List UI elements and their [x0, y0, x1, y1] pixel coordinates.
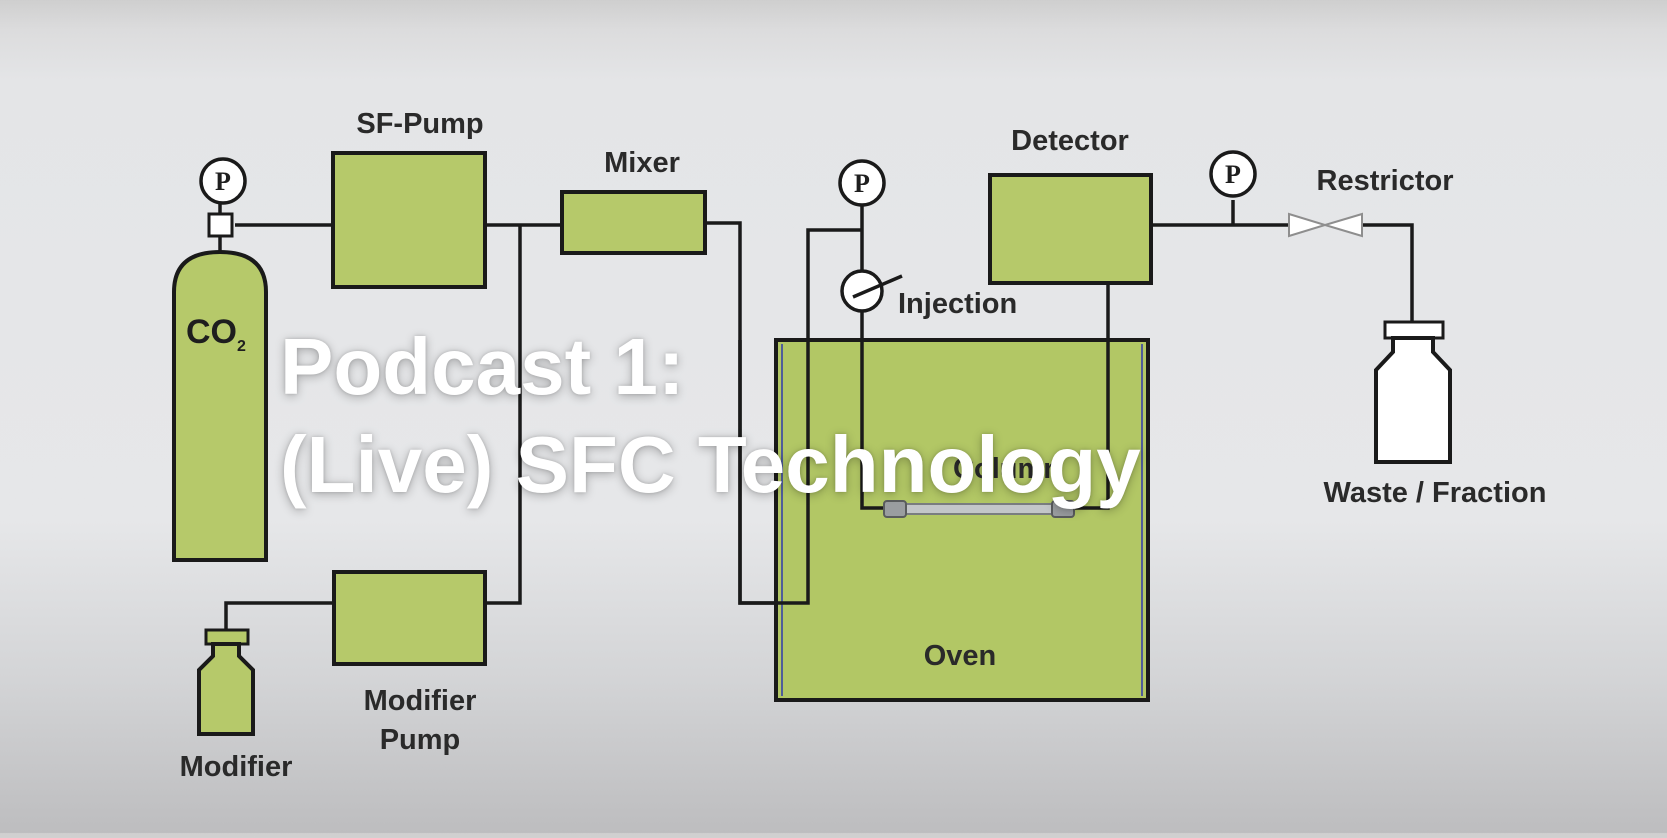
pressure-gauge-icon: P [199, 157, 247, 205]
mixer-label: Mixer [604, 147, 680, 179]
column-tube [883, 500, 1075, 518]
svg-text:P: P [854, 169, 870, 198]
restrictor-label: Restrictor [1317, 165, 1454, 197]
sf-pump-box [331, 151, 487, 289]
modifier-pump-box [332, 570, 487, 666]
podcast-title-line2: (Live) SFC Technology [280, 420, 1141, 509]
podcast-title-overlay: Podcast 1: (Live) SFC Technology [280, 318, 1141, 514]
waste-bottle-icon [1374, 320, 1452, 464]
injection-label: Injection [898, 288, 1017, 320]
svg-text:P: P [215, 167, 231, 196]
mixer-box [560, 190, 707, 255]
modifier-pump-label-line2: Pump [380, 724, 461, 756]
waste-fraction-label: Waste / Fraction [1324, 477, 1547, 509]
sf-pump-label: SF-Pump [356, 108, 483, 140]
modifier-pump-label-line1: Modifier [364, 685, 477, 717]
pressure-gauge-icon: P [1209, 150, 1257, 198]
column-label: Column [953, 453, 1061, 485]
co2-cylinder-icon [172, 249, 268, 562]
injection-valve-icon [840, 269, 903, 313]
detector-label: Detector [1011, 125, 1129, 157]
cylinder-valve-icon [207, 212, 234, 238]
oven-label: Oven [924, 640, 997, 672]
restrictor-valve-icon [1288, 212, 1363, 238]
podcast-title-line1: Podcast 1: [280, 322, 685, 411]
oven-box [774, 338, 1150, 702]
modifier-bottle-icon [197, 628, 255, 736]
modifier-label: Modifier [180, 751, 293, 783]
detector-box [988, 173, 1153, 285]
co2-label: CO2 [186, 313, 246, 355]
pressure-gauge-icon: P [838, 159, 886, 207]
svg-text:P: P [1225, 160, 1241, 189]
